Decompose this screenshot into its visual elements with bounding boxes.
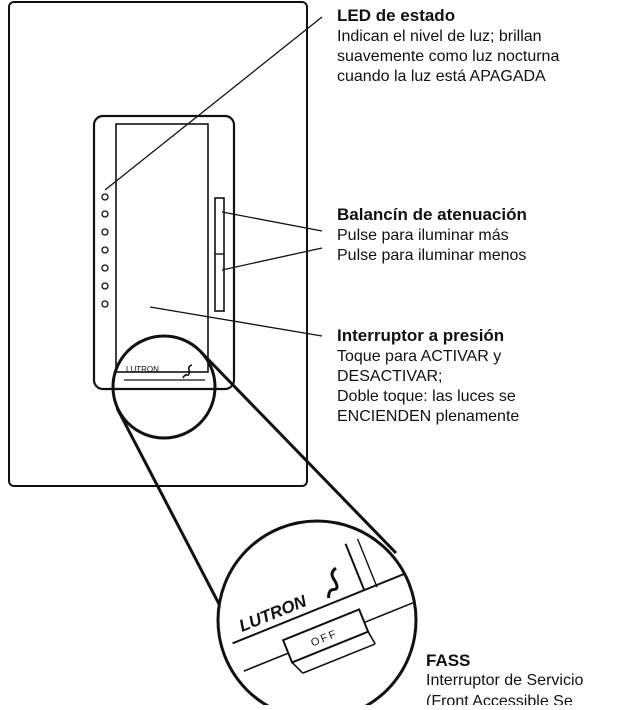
- status-led: [101, 264, 109, 272]
- status-led: [101, 228, 109, 236]
- callout-led-title: LED de estado: [337, 6, 455, 25]
- status-led: [101, 300, 109, 308]
- leader-tap: [149, 306, 323, 337]
- status-led: [101, 282, 109, 290]
- leader-rocker-down: [221, 247, 323, 271]
- wave-icon-small: [182, 364, 193, 379]
- callout-led-line: suavemente como luz nocturna: [337, 48, 559, 65]
- leader-rocker-up: [221, 211, 323, 232]
- magnifier-circle-large: [216, 519, 418, 710]
- tap-switch-panel: [115, 123, 209, 373]
- callout-tap-title: Interruptor a presión: [337, 326, 504, 345]
- callout-tap-line: Toque para ACTIVAR y: [337, 348, 501, 365]
- callout-tap-line: DESACTIVAR;: [337, 368, 443, 385]
- callout-tap-line: ENCIENDEN plenamente: [337, 408, 519, 425]
- status-led: [101, 193, 109, 201]
- callout-fass: FASS Interruptor de Servicio (Front Acce…: [426, 651, 584, 710]
- callout-rocker-title: Balancín de atenuación: [337, 205, 527, 224]
- status-led: [101, 210, 109, 218]
- callout-tap: Interruptor a presión Toque para ACTIVAR…: [337, 326, 519, 425]
- callout-led-line: Indican el nivel de luz; brillan: [337, 28, 542, 45]
- status-led: [101, 246, 109, 254]
- callout-led-line: cuando la luz está APAGADA: [337, 68, 546, 85]
- magnifier-link-right: [199, 350, 398, 555]
- callout-fass-line: Interruptor de Servicio: [426, 672, 584, 689]
- fass-tab: [281, 608, 370, 664]
- callout-tap-line: Doble toque: las luces se: [337, 388, 516, 405]
- callout-rocker-line: Pulse para iluminar menos: [337, 247, 526, 264]
- zoom-panel-edge: [232, 567, 416, 645]
- callout-led: LED de estado Indican el nivel de luz; b…: [337, 6, 559, 85]
- status-led-column: [101, 193, 109, 308]
- callout-fass-title: FASS: [426, 651, 470, 670]
- callout-rocker: Balancín de atenuación Pulse para ilumin…: [337, 205, 527, 264]
- callout-fass-line: (Front Accessible Se: [426, 693, 573, 705]
- callout-rocker-line: Pulse para iluminar más: [337, 227, 509, 244]
- zoom-detail: OFF LUTRON: [216, 519, 418, 710]
- leader-led: [104, 16, 323, 191]
- brand-label-small: LUTRON: [126, 365, 159, 374]
- magnifier-circle-small: [111, 334, 217, 440]
- wave-icon-zoom: [327, 566, 339, 599]
